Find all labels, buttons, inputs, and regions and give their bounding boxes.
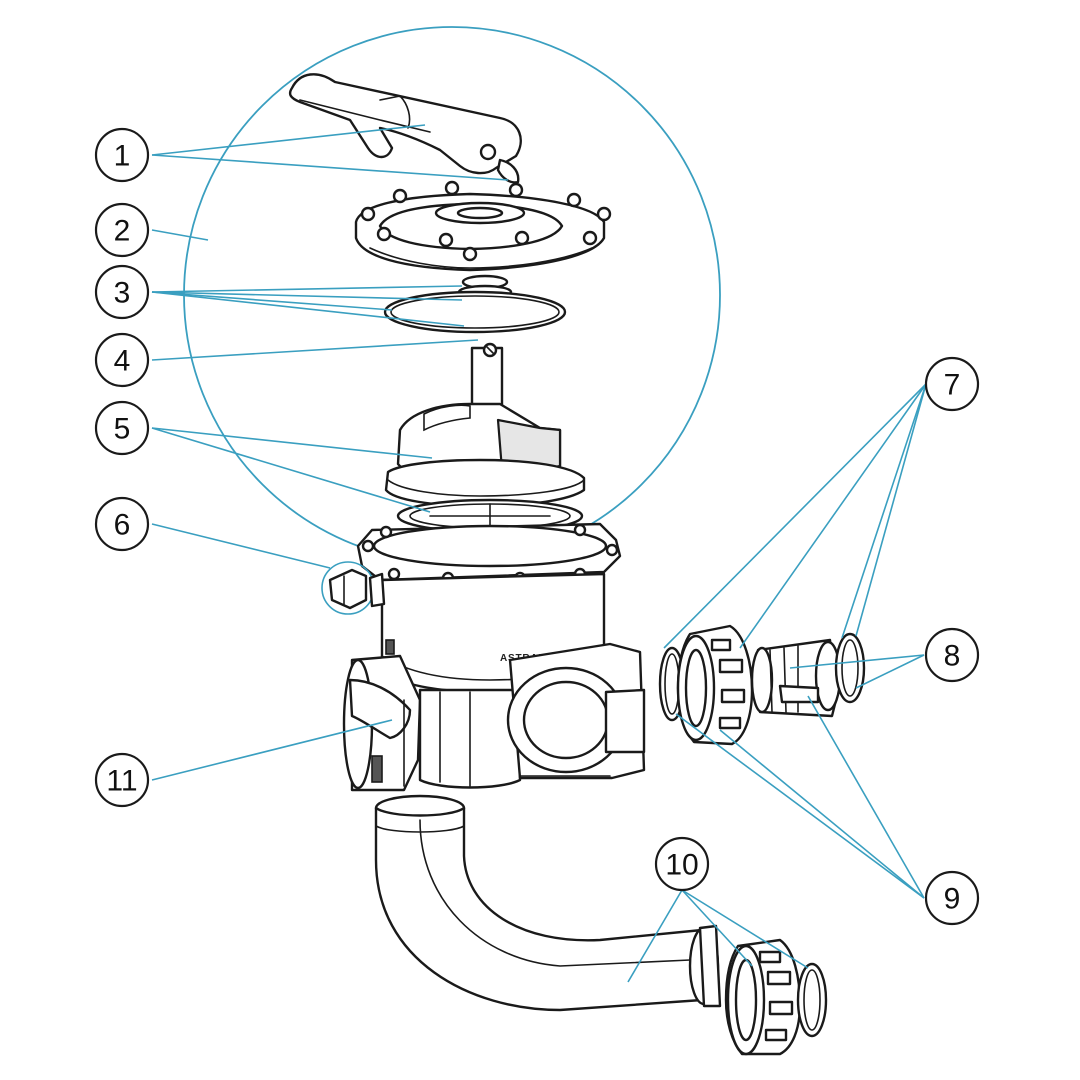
callout-6-label: 6 (114, 509, 131, 542)
callout-4: 4 (94, 332, 150, 388)
callout-3-label: 3 (114, 277, 131, 310)
callout-7-label: 7 (944, 369, 961, 402)
callout-2: 2 (94, 202, 150, 258)
lower-union (724, 938, 828, 1056)
valve-cover (354, 180, 612, 272)
drain-plug (321, 561, 386, 615)
rotor-gasket (396, 498, 584, 534)
callout-9: 9 (924, 870, 980, 926)
rotor (384, 402, 586, 508)
elbow-pipe (374, 794, 722, 1012)
callout-1-label: 1 (114, 140, 131, 173)
callout-5: 5 (94, 400, 150, 456)
callout-8: 8 (924, 627, 980, 683)
callout-10-label: 10 (665, 849, 698, 882)
callout-10: 10 (654, 836, 710, 892)
right-union-assembly (658, 624, 866, 746)
callout-9-label: 9 (944, 883, 961, 916)
callout-6: 6 (94, 496, 150, 552)
leader-lines (151, 124, 927, 983)
callout-5-label: 5 (114, 413, 131, 446)
callout-2-label: 2 (114, 215, 131, 248)
callout-8-label: 8 (944, 640, 961, 673)
callout-11: 11 (94, 752, 150, 808)
cover-bolts (360, 180, 612, 262)
callout-7: 7 (924, 356, 980, 412)
callout-3: 3 (94, 264, 150, 320)
handle (288, 73, 522, 184)
callout-1: 1 (94, 127, 150, 183)
valve-body: ASTRAPOOL (342, 522, 646, 792)
callout-4-label: 4 (114, 345, 131, 378)
callout-11-label: 11 (106, 765, 137, 798)
